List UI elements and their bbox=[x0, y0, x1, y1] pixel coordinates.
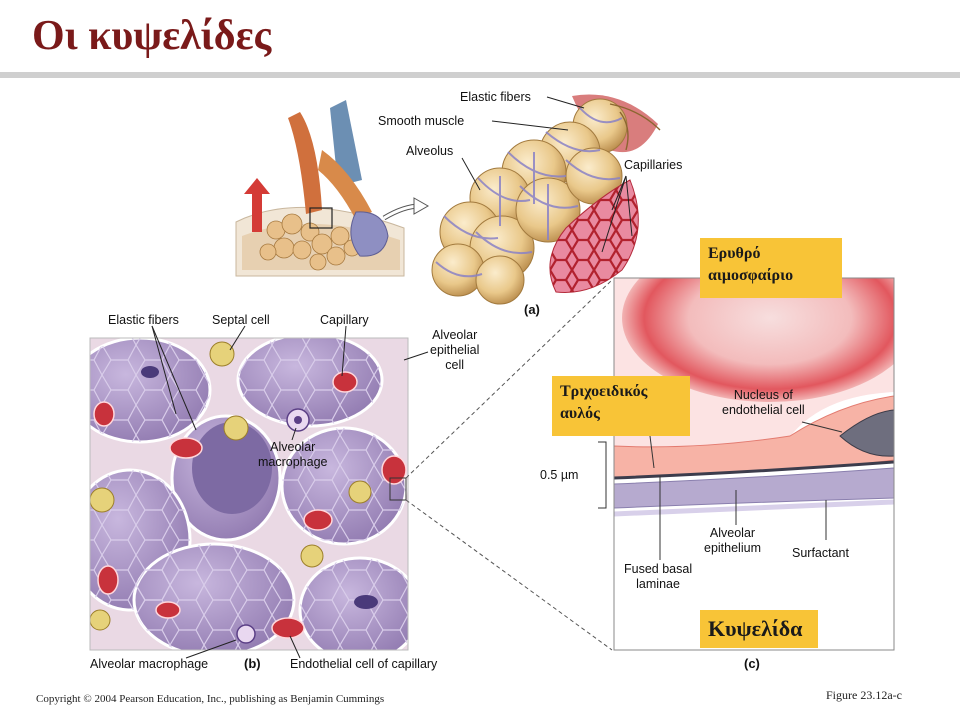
label-elastic-fibers-b: Elastic fibers bbox=[108, 313, 179, 327]
title-divider bbox=[0, 72, 960, 78]
label-alveolar-epithelium: Alveolar epithelium bbox=[704, 526, 761, 555]
label-nucleus-endothelial: Nucleus of endothelial cell bbox=[722, 388, 805, 417]
callout-red-blood-cell: Ερυθρό αιμοσφαίριο bbox=[700, 238, 842, 298]
slide-title: Οι κυψελίδες bbox=[32, 13, 272, 59]
alveolar-sac-cluster bbox=[431, 94, 661, 305]
tissue-section-frame bbox=[89, 337, 409, 651]
panel-b-leader-lines bbox=[151, 325, 429, 659]
label-fused-basal-laminae: Fused basal laminae bbox=[624, 562, 693, 591]
label-endothelial-cell: Endothelial cell of capillary bbox=[290, 657, 438, 671]
callout-capillary-lumen: Τριχοειδικός αυλός bbox=[552, 376, 690, 436]
label-septal-cell: Septal cell bbox=[212, 313, 270, 327]
label-surfactant: Surfactant bbox=[792, 546, 849, 560]
label-alveolar-macrophage-center: Alveolar macrophage bbox=[258, 440, 328, 469]
zoom-guide-lines bbox=[405, 279, 613, 651]
copyright-notice: Copyright © 2004 Pearson Education, Inc.… bbox=[36, 693, 385, 705]
callout-alveolus: Κυψελίδα bbox=[700, 610, 818, 648]
alveolar-tissue-section bbox=[90, 338, 408, 650]
panel-c-tag: (c) bbox=[744, 656, 760, 671]
lung-overview-thumbnail bbox=[235, 100, 430, 277]
panel-b-tag: (b) bbox=[244, 656, 261, 671]
label-alveolar-macrophage-bottom: Alveolar macrophage bbox=[90, 657, 209, 671]
panel-a-tag: (a) bbox=[524, 302, 540, 317]
label-smooth-muscle: Smooth muscle bbox=[378, 114, 465, 128]
label-capillaries: Capillaries bbox=[624, 158, 683, 172]
label-capillary: Capillary bbox=[320, 313, 369, 327]
red-blood-cell bbox=[622, 278, 894, 402]
label-alveolar-epithelial-cell: Alveolar epithelial cell bbox=[430, 328, 480, 372]
zoom-region-marker bbox=[389, 477, 407, 501]
label-scale-bar: 0.5 µm bbox=[540, 468, 579, 482]
panel-a-leader-lines bbox=[461, 96, 633, 253]
label-alveolus: Alveolus bbox=[406, 144, 454, 158]
figure-number: Figure 23.12a-c bbox=[826, 688, 902, 702]
label-elastic-fibers-a: Elastic fibers bbox=[460, 90, 531, 104]
